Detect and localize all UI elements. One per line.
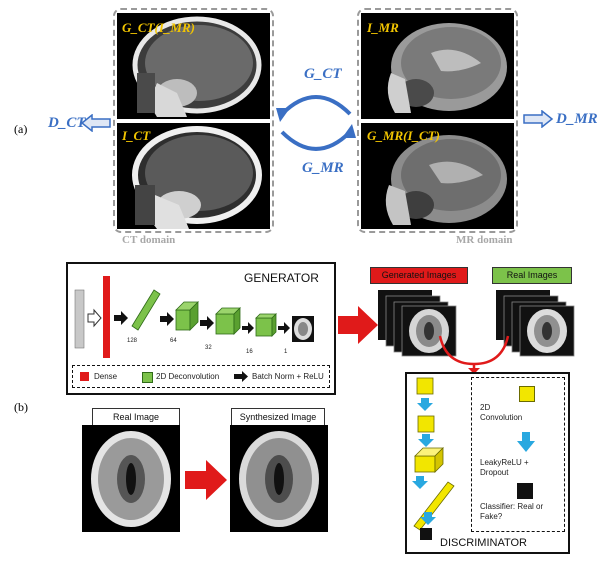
synthesized-image-label: Synthesized Image [231, 408, 325, 426]
d-mr-arrow-icon [523, 110, 554, 128]
mr-scan-real [361, 13, 514, 119]
discriminator-title: DISCRIMINATOR [440, 537, 527, 549]
g-mr-label: G_MR [302, 160, 344, 176]
ct-scan-synthesized [117, 13, 270, 119]
ct-domain-label: CT domain [122, 234, 176, 246]
d-mr-label: D_MR [556, 111, 597, 127]
generated-images-stack [378, 290, 457, 357]
ct-scan-real [117, 123, 270, 229]
synthesized-image [230, 425, 328, 532]
g-ct-label: G_CT [304, 66, 342, 82]
cycle-arrows [276, 95, 356, 151]
merge-arrow-icon [438, 335, 510, 374]
real-image-label: Real Image [92, 408, 180, 426]
bn-arrow-icon [234, 371, 248, 382]
mr-domain-box [357, 8, 518, 233]
leaky-arrow-icon [517, 432, 535, 452]
real-images-stack [496, 290, 575, 357]
generator-output-arrow-icon [338, 306, 378, 344]
mr-scan-synthesized [361, 123, 514, 229]
classifier-legend-label: Classifier: Real or Fake? [480, 502, 544, 521]
i-mr-label: I_MR [367, 20, 399, 35]
conv-legend-label: 2D Convolution [480, 403, 523, 422]
discriminator-legend [471, 377, 565, 532]
bn-legend-label: Batch Norm + ReLU [252, 372, 324, 381]
leaky-legend-label: LeakyReLU + Dropout [480, 458, 529, 477]
real-images-label: Real Images [492, 267, 572, 284]
generator-title: GENERATOR [244, 271, 319, 285]
deconv-legend-label: 2D Deconvolution [156, 372, 220, 381]
mr-domain-label: MR domain [456, 234, 513, 246]
dense-legend-label: Dense [94, 372, 118, 381]
ct-domain-box [113, 8, 274, 233]
size-128: 128 [127, 338, 138, 344]
i-ct-label: I_CT [122, 128, 151, 143]
g-ct-of-i-mr-label: G_CT(I_MR) [122, 20, 195, 35]
part-a-label: (a) [14, 122, 28, 136]
deconv-swatch [142, 372, 153, 383]
generator-diagram [74, 276, 314, 358]
generated-images-label: Generated Images [370, 267, 468, 284]
size-32: 32 [205, 345, 212, 351]
generator-box [66, 262, 336, 395]
size-16: 16 [246, 349, 253, 355]
part-b-label: (b) [14, 400, 28, 414]
d-ct-label: D_CT [48, 115, 86, 131]
size-64: 64 [170, 338, 177, 344]
generator-legend [72, 365, 330, 388]
real-image [82, 425, 180, 532]
classifier-swatch [517, 483, 533, 499]
g-mr-of-i-ct-label: G_MR(I_CT) [367, 128, 440, 143]
d-ct-arrow-icon [80, 114, 111, 132]
size-1: 1 [284, 349, 288, 355]
discriminator-box [405, 372, 570, 554]
discriminator-diagram [412, 377, 455, 540]
synthesize-arrow-icon [185, 460, 227, 500]
conv-swatch [519, 386, 535, 402]
dense-swatch [80, 372, 89, 381]
